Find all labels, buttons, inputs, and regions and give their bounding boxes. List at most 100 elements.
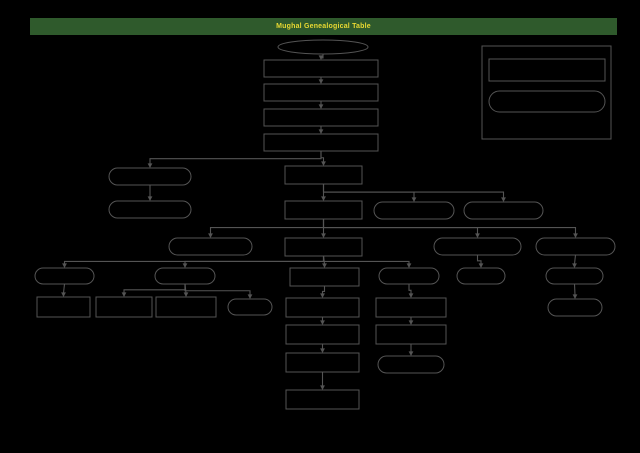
stadium-shape bbox=[168, 237, 253, 256]
edge-arrowhead bbox=[318, 55, 324, 60]
node-n9[interactable] bbox=[284, 200, 363, 220]
edge-n17-n23 bbox=[123, 284, 186, 293]
node-n14[interactable] bbox=[433, 237, 522, 256]
node-n17[interactable] bbox=[154, 267, 216, 285]
page-title-bar: Mughal Genealogical Table bbox=[30, 18, 617, 35]
node-n8[interactable] bbox=[284, 165, 363, 185]
edge-arrowhead bbox=[321, 161, 326, 166]
node-n1[interactable] bbox=[277, 39, 369, 55]
node-n21[interactable] bbox=[545, 267, 604, 285]
stadium-shape bbox=[547, 298, 603, 317]
edge-arrowhead bbox=[478, 263, 484, 268]
node-n23[interactable] bbox=[95, 296, 153, 318]
node-n2[interactable] bbox=[263, 59, 379, 78]
node-n15[interactable] bbox=[535, 237, 616, 256]
stadium-shape bbox=[545, 267, 604, 285]
edge-arrowhead bbox=[318, 104, 324, 109]
stadium-shape bbox=[108, 200, 192, 219]
node-n28[interactable] bbox=[547, 298, 603, 317]
rectangle-shape bbox=[263, 59, 379, 78]
rectangle-shape bbox=[289, 267, 360, 287]
edge-arrowhead bbox=[147, 163, 153, 168]
edge-arrowhead bbox=[320, 348, 325, 353]
rectangle-shape bbox=[36, 296, 91, 318]
nodes-layer bbox=[34, 39, 616, 410]
node-n24[interactable] bbox=[155, 296, 217, 318]
stadium-shape bbox=[456, 267, 506, 285]
node-n10[interactable] bbox=[373, 201, 455, 220]
stadium-shape bbox=[34, 267, 95, 285]
edge-arrowhead bbox=[247, 294, 253, 299]
edge-n13-n17 bbox=[184, 256, 325, 264]
edge-n8-n11 bbox=[322, 184, 505, 198]
node-n30[interactable] bbox=[375, 324, 447, 345]
edge-n5-n8 bbox=[320, 151, 325, 162]
rectangle-shape bbox=[375, 324, 447, 345]
edge-arrowhead bbox=[411, 197, 417, 202]
edge-arrowhead bbox=[320, 320, 325, 325]
node-n3[interactable] bbox=[263, 83, 379, 102]
rectangle-shape bbox=[285, 352, 360, 373]
node-n26[interactable] bbox=[285, 297, 360, 318]
edge-n18-n26 bbox=[321, 286, 326, 294]
edge-arrowhead bbox=[322, 263, 327, 268]
stadium-shape bbox=[378, 267, 440, 285]
rectangle-shape bbox=[263, 108, 379, 127]
edge-n9-n14 bbox=[322, 219, 479, 234]
edge-arrowhead bbox=[406, 263, 412, 268]
node-n13[interactable] bbox=[284, 237, 363, 257]
node-n7[interactable] bbox=[108, 200, 192, 219]
rectangle-shape bbox=[285, 324, 360, 345]
node-n32[interactable] bbox=[377, 355, 445, 374]
rectangle-shape bbox=[155, 296, 217, 318]
edge-n17-n25 bbox=[184, 284, 251, 295]
legend-item-2 bbox=[488, 90, 606, 113]
edge-n19-n27 bbox=[408, 284, 412, 294]
node-n18[interactable] bbox=[289, 267, 360, 287]
edge-arrowhead bbox=[321, 233, 326, 238]
edge-arrowhead bbox=[318, 79, 324, 84]
node-n25[interactable] bbox=[227, 298, 273, 316]
node-n11[interactable] bbox=[463, 201, 544, 220]
node-n27[interactable] bbox=[375, 297, 447, 318]
node-n33[interactable] bbox=[285, 389, 360, 410]
node-n4[interactable] bbox=[263, 108, 379, 127]
edge-arrowhead bbox=[408, 351, 414, 356]
node-n19[interactable] bbox=[378, 267, 440, 285]
node-n20[interactable] bbox=[456, 267, 506, 285]
edge-n21-n28 bbox=[573, 283, 576, 296]
stadium-shape bbox=[535, 237, 616, 256]
edge-n13-n16 bbox=[63, 256, 325, 264]
node-n6[interactable] bbox=[108, 167, 192, 186]
node-n12[interactable] bbox=[168, 237, 253, 256]
edge-n13-n19 bbox=[322, 256, 410, 264]
node-n22[interactable] bbox=[36, 296, 91, 318]
rectangle-shape bbox=[488, 58, 606, 82]
page-title: Mughal Genealogical Table bbox=[276, 23, 371, 30]
rectangle-shape bbox=[285, 297, 360, 318]
edge-arrowhead bbox=[208, 233, 213, 238]
node-n16[interactable] bbox=[34, 267, 95, 285]
edge-arrowhead bbox=[321, 196, 326, 201]
stadium-shape bbox=[227, 298, 273, 316]
edge-arrowhead bbox=[183, 292, 189, 297]
edge-arrowhead bbox=[318, 129, 324, 134]
edge-arrowhead bbox=[121, 292, 127, 297]
node-n29[interactable] bbox=[285, 324, 360, 345]
legend-frame bbox=[481, 45, 612, 140]
stadium-shape bbox=[463, 201, 544, 220]
node-n5[interactable] bbox=[263, 133, 379, 152]
edge-n16-n22 bbox=[62, 283, 66, 294]
edge-arrowhead bbox=[408, 320, 414, 325]
edge-arrowhead bbox=[61, 292, 66, 297]
edge-arrowhead bbox=[62, 263, 67, 268]
edge-arrowhead bbox=[501, 197, 506, 202]
rectangle-shape bbox=[263, 83, 379, 102]
stadium-shape bbox=[373, 201, 455, 220]
rectangle-shape bbox=[284, 237, 363, 257]
edge-arrowhead bbox=[475, 233, 480, 238]
stadium-shape bbox=[377, 355, 445, 374]
node-n31[interactable] bbox=[285, 352, 360, 373]
rectangle-shape bbox=[95, 296, 153, 318]
